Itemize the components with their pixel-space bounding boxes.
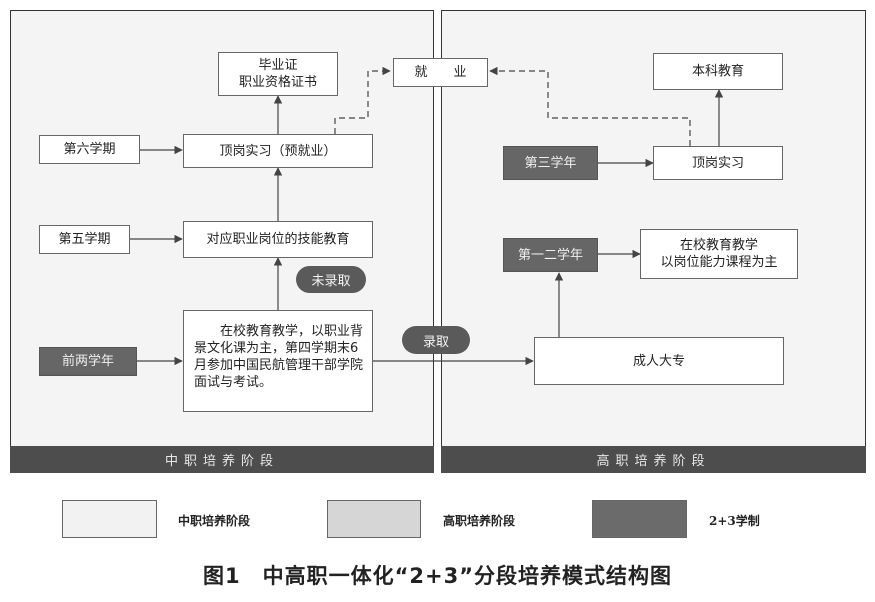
adult-college-box: 成人大专 xyxy=(534,337,784,385)
diploma-certificate-box: 毕业证 职业资格证书 xyxy=(218,52,338,96)
campus-education-mid-box: 在校教育教学，以职业背景文化课为主，第四学期末6月参加中国民航管理干部学院面试与… xyxy=(183,310,373,412)
year3-label: 第三学年 xyxy=(503,146,598,180)
legend-swatch-mid xyxy=(62,500,157,538)
campus-education-high-box: 在校教育教学 以岗位能力课程为主 xyxy=(640,229,798,279)
high-stage-footer: 高职培养阶段 xyxy=(441,446,866,473)
legend-swatch-system xyxy=(592,500,687,538)
bachelor-education-box: 本科教育 xyxy=(653,53,783,90)
legend-label-system: 2+3学制 xyxy=(709,514,760,528)
legend-label-mid: 中职培养阶段 xyxy=(178,514,251,528)
figure-caption: 图1 中高职一体化“2+3”分段培养模式结构图 xyxy=(202,564,673,588)
admitted-badge: 录取 xyxy=(402,326,470,354)
internship-box: 顶岗实习 xyxy=(653,146,783,180)
internship-pre-employment-box: 顶岗实习（预就业） xyxy=(183,134,373,168)
mid-stage-footer: 中职培养阶段 xyxy=(10,446,434,473)
first-two-years-label: 前两学年 xyxy=(39,347,137,376)
employment-box: 就 业 xyxy=(393,58,488,87)
sem5-label: 第五学期 xyxy=(39,225,130,254)
not-admitted-badge: 未录取 xyxy=(296,266,366,293)
dash-internship-to-employment xyxy=(334,66,391,134)
legend-label-high: 高职培养阶段 xyxy=(443,514,516,528)
legend-swatch-high xyxy=(327,500,421,538)
sem6-label: 第六学期 xyxy=(39,135,140,164)
skills-education-box: 对应职业岗位的技能教育 xyxy=(183,221,373,258)
year12-label: 第一二学年 xyxy=(503,238,598,272)
dash-high-internship-to-employment xyxy=(489,66,691,146)
